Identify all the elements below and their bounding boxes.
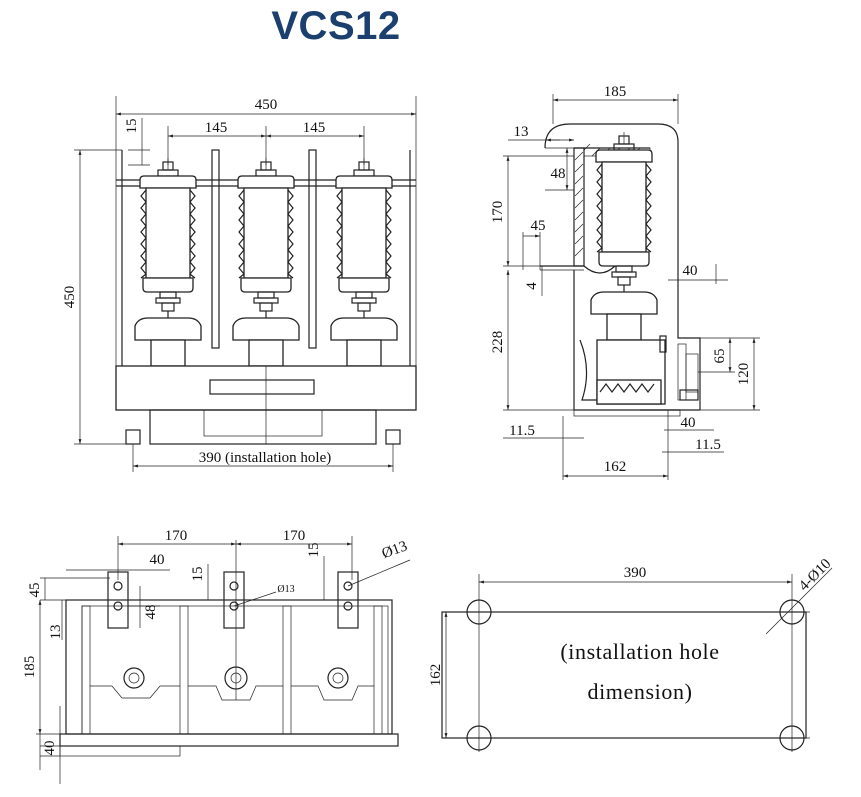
- top-hole-dia-right-label: Ø13: [380, 538, 410, 562]
- hole-label-line-2: dimension): [588, 679, 693, 704]
- front-pitch-1-label: 145: [205, 120, 228, 136]
- side-45-label: 45: [531, 218, 546, 234]
- hole-top-right: [779, 599, 805, 625]
- top-13-label: 13: [48, 625, 64, 640]
- side-65-label: 65: [712, 349, 728, 364]
- top-40-upper-label: 40: [150, 552, 165, 568]
- top-pitch-2-label: 170: [283, 528, 306, 544]
- top-hole-dia-mid-label: Ø13: [277, 584, 294, 595]
- hole-bottom-right: [779, 725, 805, 751]
- front-width-label: 450: [255, 97, 278, 113]
- side-48-label: 48: [551, 166, 566, 182]
- side-13-label: 13: [514, 124, 529, 140]
- drawing-title: VCS12: [271, 4, 401, 48]
- top-48-label: 48: [143, 605, 159, 620]
- side-170-label: 170: [490, 201, 506, 224]
- hole-spec-label: 4-Ø10: [796, 556, 834, 594]
- side-11-5-left-label: 11.5: [509, 423, 535, 439]
- front-top-offset-label: 15: [124, 119, 140, 134]
- side-4-label: 4: [524, 282, 540, 290]
- hole-bottom-left: [466, 725, 492, 751]
- top-185-label: 185: [22, 656, 38, 679]
- front-installation-hole-label: 390 (installation hole): [199, 450, 331, 466]
- side-depth-label: 185: [604, 84, 627, 100]
- side-228-label: 228: [490, 331, 506, 354]
- front-pitch-2-label: 145: [303, 120, 326, 136]
- hole-height-label: 162: [428, 664, 444, 687]
- top-40-lower-label: 40: [42, 741, 58, 756]
- top-pitch-1-label: 170: [165, 528, 188, 544]
- side-162-label: 162: [604, 459, 627, 475]
- front-height-label: 450: [62, 286, 78, 309]
- hole-label-line-1: (installation hole: [560, 639, 719, 664]
- side-120-label: 120: [736, 363, 752, 386]
- top-45-label: 45: [27, 583, 43, 598]
- side-11-5-right-label: 11.5: [695, 437, 721, 453]
- hole-width-label: 390: [624, 565, 647, 581]
- front-view: 450 145 145 15 450 390 (installation hol…: [62, 96, 417, 472]
- side-40-top-label: 40: [683, 263, 698, 279]
- hole-top-left: [466, 599, 492, 625]
- side-view: 185 13 48 170 45 4 228 40: [490, 84, 760, 480]
- installation-hole-view: 390 162 4-Ø10 (installation hole dimensi…: [428, 556, 834, 752]
- top-15-mid-label: 15: [190, 567, 206, 582]
- side-40-bottom-label: 40: [681, 415, 696, 431]
- top-view: 170 170 40 15 15 Ø13 Ø13 45 48 13 185: [22, 528, 411, 784]
- top-15-right-label: 15: [306, 543, 322, 558]
